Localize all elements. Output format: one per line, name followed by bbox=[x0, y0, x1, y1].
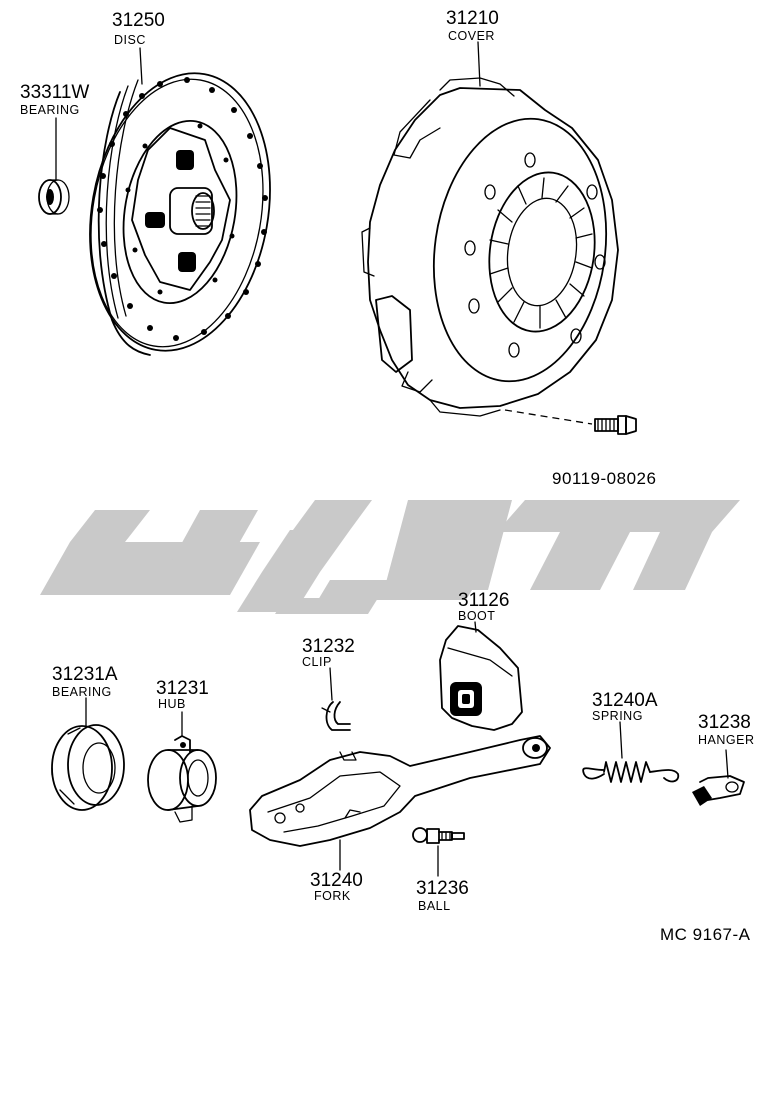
hanger-illustration bbox=[692, 749, 745, 806]
spring-illustration bbox=[582, 721, 680, 783]
hanger-label: HANGER bbox=[698, 733, 754, 747]
hub-illustration bbox=[147, 735, 217, 823]
diagram-code: MC 9167-A bbox=[660, 925, 751, 944]
boot-label: BOOT bbox=[458, 609, 495, 623]
clutch-disc-illustration bbox=[89, 72, 271, 356]
release-bearing-illustration bbox=[51, 724, 125, 811]
cover-part-number: 31210 bbox=[446, 8, 499, 29]
ball-label: BALL bbox=[418, 899, 451, 913]
hub-part-number: 31231 bbox=[156, 678, 209, 699]
disc-label: DISC bbox=[114, 33, 146, 47]
fork-label: FORK bbox=[314, 889, 351, 903]
fork-part-number: 31240 bbox=[310, 870, 363, 891]
clip-label: CLIP bbox=[302, 655, 332, 669]
pilot-bearing-part-number: 33311W bbox=[20, 82, 89, 103]
clip-part-number: 31232 bbox=[302, 636, 355, 657]
watermark-logo bbox=[40, 500, 740, 614]
disc-part-number: 31250 bbox=[112, 10, 165, 31]
cover-label: COVER bbox=[448, 29, 495, 43]
boot-part-number: 31126 bbox=[458, 590, 509, 611]
release-bearing-label: BEARING bbox=[52, 685, 112, 699]
pilot-bearing-illustration bbox=[38, 179, 70, 215]
spring-part-number: 31240A bbox=[592, 690, 658, 711]
hub-label: HUB bbox=[158, 697, 186, 711]
bolt-part-number: 90119-08026 bbox=[552, 469, 656, 488]
bolt-leader-dashed bbox=[504, 409, 593, 425]
release-bearing-part-number: 31231A bbox=[52, 664, 118, 685]
fork-illustration bbox=[249, 735, 551, 847]
spring-label: SPRING bbox=[592, 709, 643, 723]
leader-lines bbox=[55, 41, 481, 877]
pilot-bearing-label: BEARING bbox=[20, 103, 80, 117]
hanger-part-number: 31238 bbox=[698, 712, 751, 733]
ball-stud-illustration bbox=[412, 827, 465, 844]
clutch-cover-illustration bbox=[361, 77, 619, 417]
boot-illustration bbox=[439, 625, 523, 731]
bolt-illustration bbox=[594, 415, 637, 435]
ball-part-number: 31236 bbox=[416, 878, 469, 899]
clip-illustration bbox=[321, 701, 351, 731]
